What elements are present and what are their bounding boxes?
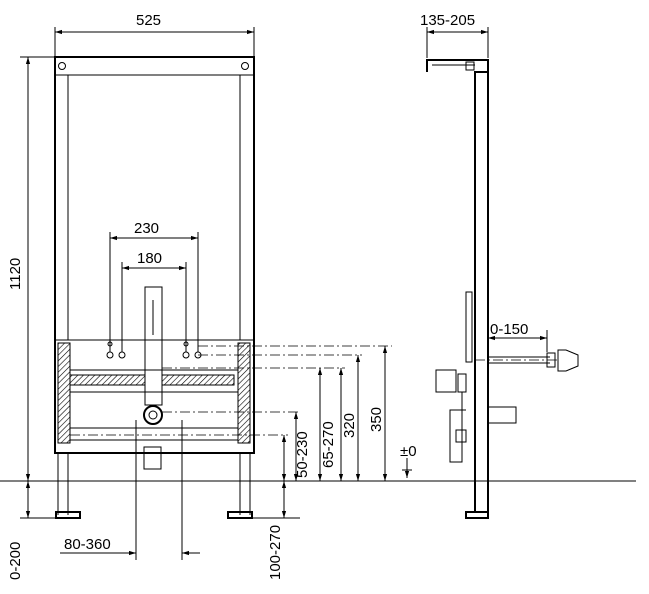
top-bracket [426, 59, 489, 72]
lateral-80-360-dimension: 80-360 [64, 536, 111, 553]
left-hatched-column [57, 342, 71, 444]
mounting-plate [54, 339, 255, 454]
height-320-dimension: 320 [341, 413, 358, 438]
side-foot [465, 511, 489, 519]
bidet-connector-icon [557, 349, 579, 372]
center-pipe [144, 286, 163, 406]
drain-fitting-icon [143, 405, 163, 425]
side-view: 135-205 0-150 ±0 [400, 12, 579, 519]
adjust-50-230-dimension: 50-230 [294, 431, 311, 478]
outer-spacing-dimension: 230 [134, 220, 159, 237]
zero-level-marker: ±0 [400, 443, 417, 460]
right-hatched-column [237, 342, 251, 444]
feet-0-200-dimension: 0-200 [7, 542, 24, 580]
left-foot [55, 511, 81, 519]
offset-dimension: 0-150 [490, 321, 528, 338]
inner-spacing-dimension: 180 [137, 250, 162, 267]
height-dimension: 1120 [7, 258, 24, 290]
depth-dimension: 135-205 [420, 12, 475, 29]
bolt-icon [241, 62, 249, 70]
side-drain [449, 392, 466, 463]
connection-hole-icon [106, 351, 114, 359]
width-dimension: 525 [136, 12, 161, 29]
adjust-65-270-dimension: 65-270 [320, 421, 337, 468]
bolt-icon [58, 62, 66, 70]
range-100-270-dimension: 100-270 [267, 525, 284, 580]
side-column [474, 71, 489, 513]
outlet-pipe [143, 446, 162, 470]
front-view: 525 1120 230 180 350 320 65-270 [7, 12, 392, 580]
height-350-dimension: 350 [368, 407, 385, 432]
